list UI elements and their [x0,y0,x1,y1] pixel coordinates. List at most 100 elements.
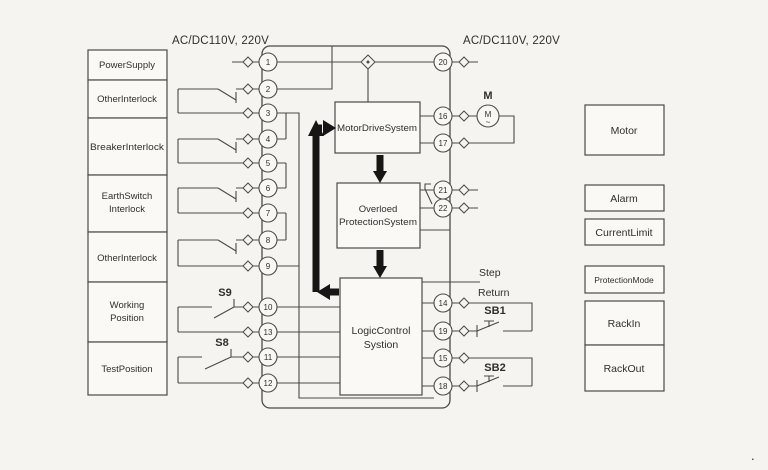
terminal-6-number: 6 [266,184,271,193]
wire-motor-loop [452,115,515,144]
terminal-22 [433,198,453,218]
box-test-position [87,341,168,396]
sb1-circuit [452,302,533,337]
logic-title-line1: LogicControl [352,325,411,337]
contact-other-interlock-2 [177,239,259,267]
label-rack-out: RackOut [604,363,645,375]
terminal-5 [258,153,278,173]
arrow-down-icon [373,171,387,183]
terminal-6 [258,178,278,198]
step-label: Step [479,267,501,279]
arrow-down-icon [373,266,387,278]
box-rack-in [584,300,665,346]
sb2-circuit [452,357,533,392]
label-breaker-interlock: BreakerInterlock [90,142,164,153]
terminal-8 [258,230,278,250]
right-field-wiring: M ~ M SB1 SB2 Step Return [452,56,533,392]
terminal-7 [258,203,278,223]
wires-position-inputs [277,306,340,384]
terminal-16-number: 16 [439,112,448,121]
terminal-8-number: 8 [266,236,271,245]
right-disconnect-diamonds [458,56,470,392]
label-working-line2: Position [110,313,144,324]
terminal-20 [433,52,453,72]
box-protection-mode [584,265,665,294]
label-test-position: TestPosition [101,364,152,375]
box-other-interlock-1 [87,79,168,119]
terminal-13 [258,322,278,342]
label-rack-in: RackIn [608,318,641,330]
wire-pair-brackets [277,113,299,267]
terminal-12-number: 12 [264,379,273,388]
wire-t2 [277,46,333,90]
right-panel: Motor Alarm CurrentLimit ProtectionMode … [584,104,665,392]
terminal-3-number: 3 [266,109,271,118]
terminal-10-number: 10 [264,303,273,312]
terminal-2 [258,79,278,99]
terminal-15-number: 15 [439,354,448,363]
overload-title-line1: Overloed [359,204,398,215]
wire-bus-a [277,112,434,399]
right-terminals: 20 16 17 21 22 14 19 15 18 [433,52,453,396]
terminal-20-number: 20 [439,58,448,67]
sb1-label: SB1 [484,305,505,317]
terminal-21-number: 21 [439,186,448,195]
arrow-up-icon [308,120,324,136]
terminal-11 [258,347,278,367]
terminal-13-number: 13 [264,328,273,337]
terminal-18-number: 18 [439,382,448,391]
wires-motor-outputs [420,115,434,144]
label-working-line1: Working [110,300,145,311]
box-alarm [584,184,665,212]
box-motor [584,104,665,156]
box-current-limit [584,218,665,246]
overload-title-line2: ProtectionSystem [339,217,417,228]
box-working-position [87,281,168,343]
terminal-7-number: 7 [266,209,271,218]
left-disconnect-diamonds [242,56,254,389]
terminal-9-number: 9 [266,262,271,271]
label-alarm: Alarm [610,193,638,205]
terminal-18 [433,376,453,396]
box-breaker-interlock [87,117,168,176]
terminal-1 [258,52,278,72]
terminal-2-number: 2 [266,85,271,94]
label-current-limit: CurrentLimit [595,227,652,239]
wires-t21-t22 [452,189,478,209]
left-terminals: 1 2 3 4 5 6 7 8 9 10 13 11 12 [258,52,278,393]
terminal-22-number: 22 [439,204,448,213]
terminal-19-number: 19 [439,327,448,336]
contact-other-interlock-1 [177,88,259,114]
motor-drive-title: MotorDriveSystem [337,123,417,134]
terminal-5-number: 5 [266,159,271,168]
left-voltage-label: AC/DC110V, 220V [172,35,269,47]
terminal-12 [258,373,278,393]
corner-mark: . [751,448,755,463]
logic-title-line2: Systion [364,339,399,351]
terminal-17-number: 17 [439,139,448,148]
box-power-supply [87,49,168,81]
motor-symbol-letter: M [485,110,492,119]
label-power-supply: PowerSupply [99,60,155,71]
arrow-right-icon [323,120,336,136]
right-voltage-label: AC/DC110V, 220V [463,35,560,47]
terminal-9 [258,256,278,276]
terminal-16 [433,106,453,126]
motor-symbol [476,104,500,128]
left-panel: PowerSupply OtherInterlock BreakerInterl… [87,49,168,396]
contact-breaker-interlock [177,138,259,164]
label-earthswitch-line2: Interlock [109,204,145,215]
main-unit-enclosure [261,45,451,409]
terminal-19 [433,321,453,341]
left-field-wiring: S9 S8 [177,56,259,389]
box-earthswitch-interlock [87,174,168,233]
terminal-4-number: 4 [266,135,271,144]
arrow-left-icon [317,284,330,300]
motor-m-label: M [483,90,492,102]
s8-label: S8 [215,337,228,349]
terminal-14-number: 14 [439,299,448,308]
contact-s8 [177,349,259,384]
terminal-4 [258,129,278,149]
